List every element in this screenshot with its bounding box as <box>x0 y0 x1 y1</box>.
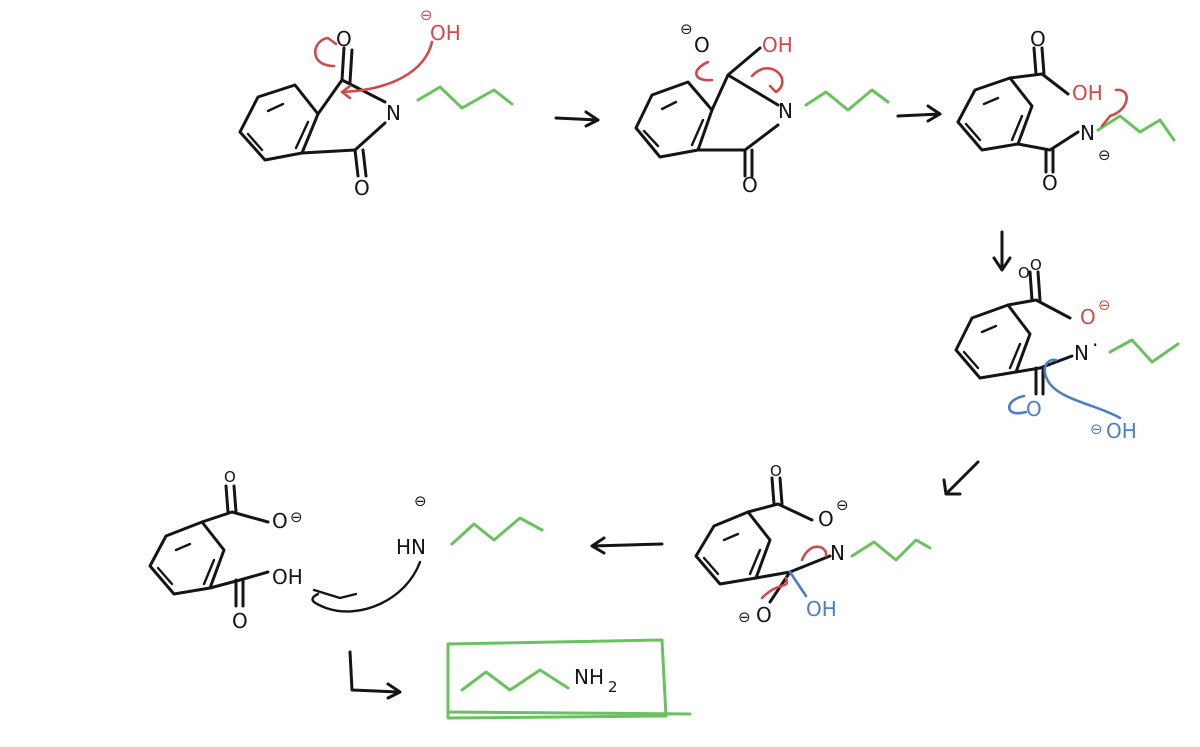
carboxylic-oxygen-6: O <box>232 609 248 633</box>
arrow-icon <box>896 104 942 123</box>
alkoxide-oxygen-5: O <box>756 603 772 627</box>
structure-6-phthalate-and-amide: O O ⊖ O OH ⊖ HN <box>148 468 544 633</box>
carboxylate-oxygen-top-5: O <box>770 462 782 480</box>
propyl-chain-6 <box>450 516 544 546</box>
benzene-ring-6 <box>148 520 226 596</box>
curved-arrow-icon <box>311 560 422 613</box>
phthalate-oxygen-6: O <box>272 509 288 533</box>
carboxylate-oxygen-top-4: O <box>1030 256 1042 274</box>
curved-arrow-icon <box>1007 394 1028 415</box>
carbonyl-oxygen-2: O <box>742 173 758 197</box>
curved-arrow-icon <box>1100 88 1128 128</box>
structure-4-carboxylate-amide: O O ⊖ N · O ⊖ OH <box>954 256 1180 443</box>
curved-arrow-icon <box>340 40 434 94</box>
amide-anion-charge-6: ⊖ <box>414 492 427 510</box>
curved-arrow-icon <box>695 60 714 82</box>
hydroxyl-5: OH <box>806 597 837 621</box>
hydroxide-charge-1: ⊖ <box>420 6 433 24</box>
nitrogen-3: N <box>1080 121 1095 145</box>
hydroxyl-2: OH <box>762 33 793 57</box>
curved-arrow-icon <box>314 36 338 68</box>
hydroxyl-3: OH <box>1072 81 1103 105</box>
propyl-chain-product <box>460 668 570 692</box>
box-icon <box>446 638 692 720</box>
product-amine-subscript: 2 <box>608 678 618 696</box>
carboxylic-oxygen-3: O <box>1030 27 1046 51</box>
curved-arrow-icon <box>1043 358 1122 420</box>
nitrogen-charge-3: ⊖ <box>1098 146 1111 164</box>
benzene-ring-2 <box>634 80 714 159</box>
structure-3-ring-opened: O OH O N ⊖ <box>956 27 1176 195</box>
alkoxide-charge-2: ⊖ <box>680 20 693 38</box>
hydroxide-4: OH <box>1106 419 1137 443</box>
arrow-icon <box>590 536 664 555</box>
amide-oxygen-4: O <box>1026 397 1042 421</box>
nitrogen-lone-pair-4: · <box>1092 333 1098 357</box>
amide-anion-6: HN <box>396 535 426 559</box>
curved-arrow-icon <box>750 67 784 94</box>
carboxylate-charge-4: ⊖ <box>1098 296 1111 314</box>
arrow-icon <box>992 230 1012 272</box>
product-amine: NH <box>574 665 604 689</box>
carboxylate-oxygen-5: O <box>818 507 834 531</box>
propyl-chain-1 <box>416 85 514 110</box>
benzene-ring-4 <box>954 303 1032 380</box>
arrow-icon <box>554 110 600 128</box>
structure-1-phthalimide: O O N ⊖ OH <box>238 6 514 200</box>
alkoxide-charge-5: ⊖ <box>738 608 751 626</box>
nitrogen-5: N <box>830 541 845 565</box>
structure-5-second-intermediate: O O ⊖ O ⊖ OH N <box>694 462 932 627</box>
lone-pair-oxygen-arrow: O <box>1018 264 1030 282</box>
structure-2-tetrahedral-intermediate: O ⊖ OH O N <box>634 20 890 197</box>
nitrogen-1: N <box>386 101 401 125</box>
arrow-icon <box>942 460 980 496</box>
alkoxide-oxygen-2: O <box>694 33 710 57</box>
product-propylamine: NH 2 <box>446 638 692 720</box>
carboxylate-oxygen-4: O <box>1080 305 1096 329</box>
curved-arrow-icon <box>800 545 828 562</box>
hydroxide-charge-4: ⊖ <box>1090 420 1103 438</box>
amide-oxygen-3: O <box>1042 171 1058 195</box>
benzene-ring-1 <box>238 83 320 162</box>
hydroxide-1: OH <box>430 21 461 45</box>
phthalate-charge-6: ⊖ <box>290 508 303 526</box>
carbonyl-oxygen-bottom-1: O <box>354 176 370 200</box>
propyl-chain-2 <box>804 88 890 112</box>
propyl-chain-4 <box>1108 338 1180 364</box>
curved-arrow-icon <box>760 576 789 600</box>
nitrogen-2: N <box>778 99 793 123</box>
benzene-ring-3 <box>956 76 1034 152</box>
arrow-icon <box>348 650 402 700</box>
propyl-chain-5 <box>850 538 932 562</box>
propyl-chain-3 <box>1096 114 1176 142</box>
carboxylic-hydroxyl-6: OH <box>272 565 303 589</box>
carbonyl-oxygen-top-1: O <box>336 27 352 51</box>
benzene-ring-5 <box>694 510 772 586</box>
carboxylate-charge-5: ⊖ <box>836 496 849 514</box>
nitrogen-4: N <box>1074 341 1089 365</box>
phthalate-oxygen-top-6: O <box>224 468 236 486</box>
